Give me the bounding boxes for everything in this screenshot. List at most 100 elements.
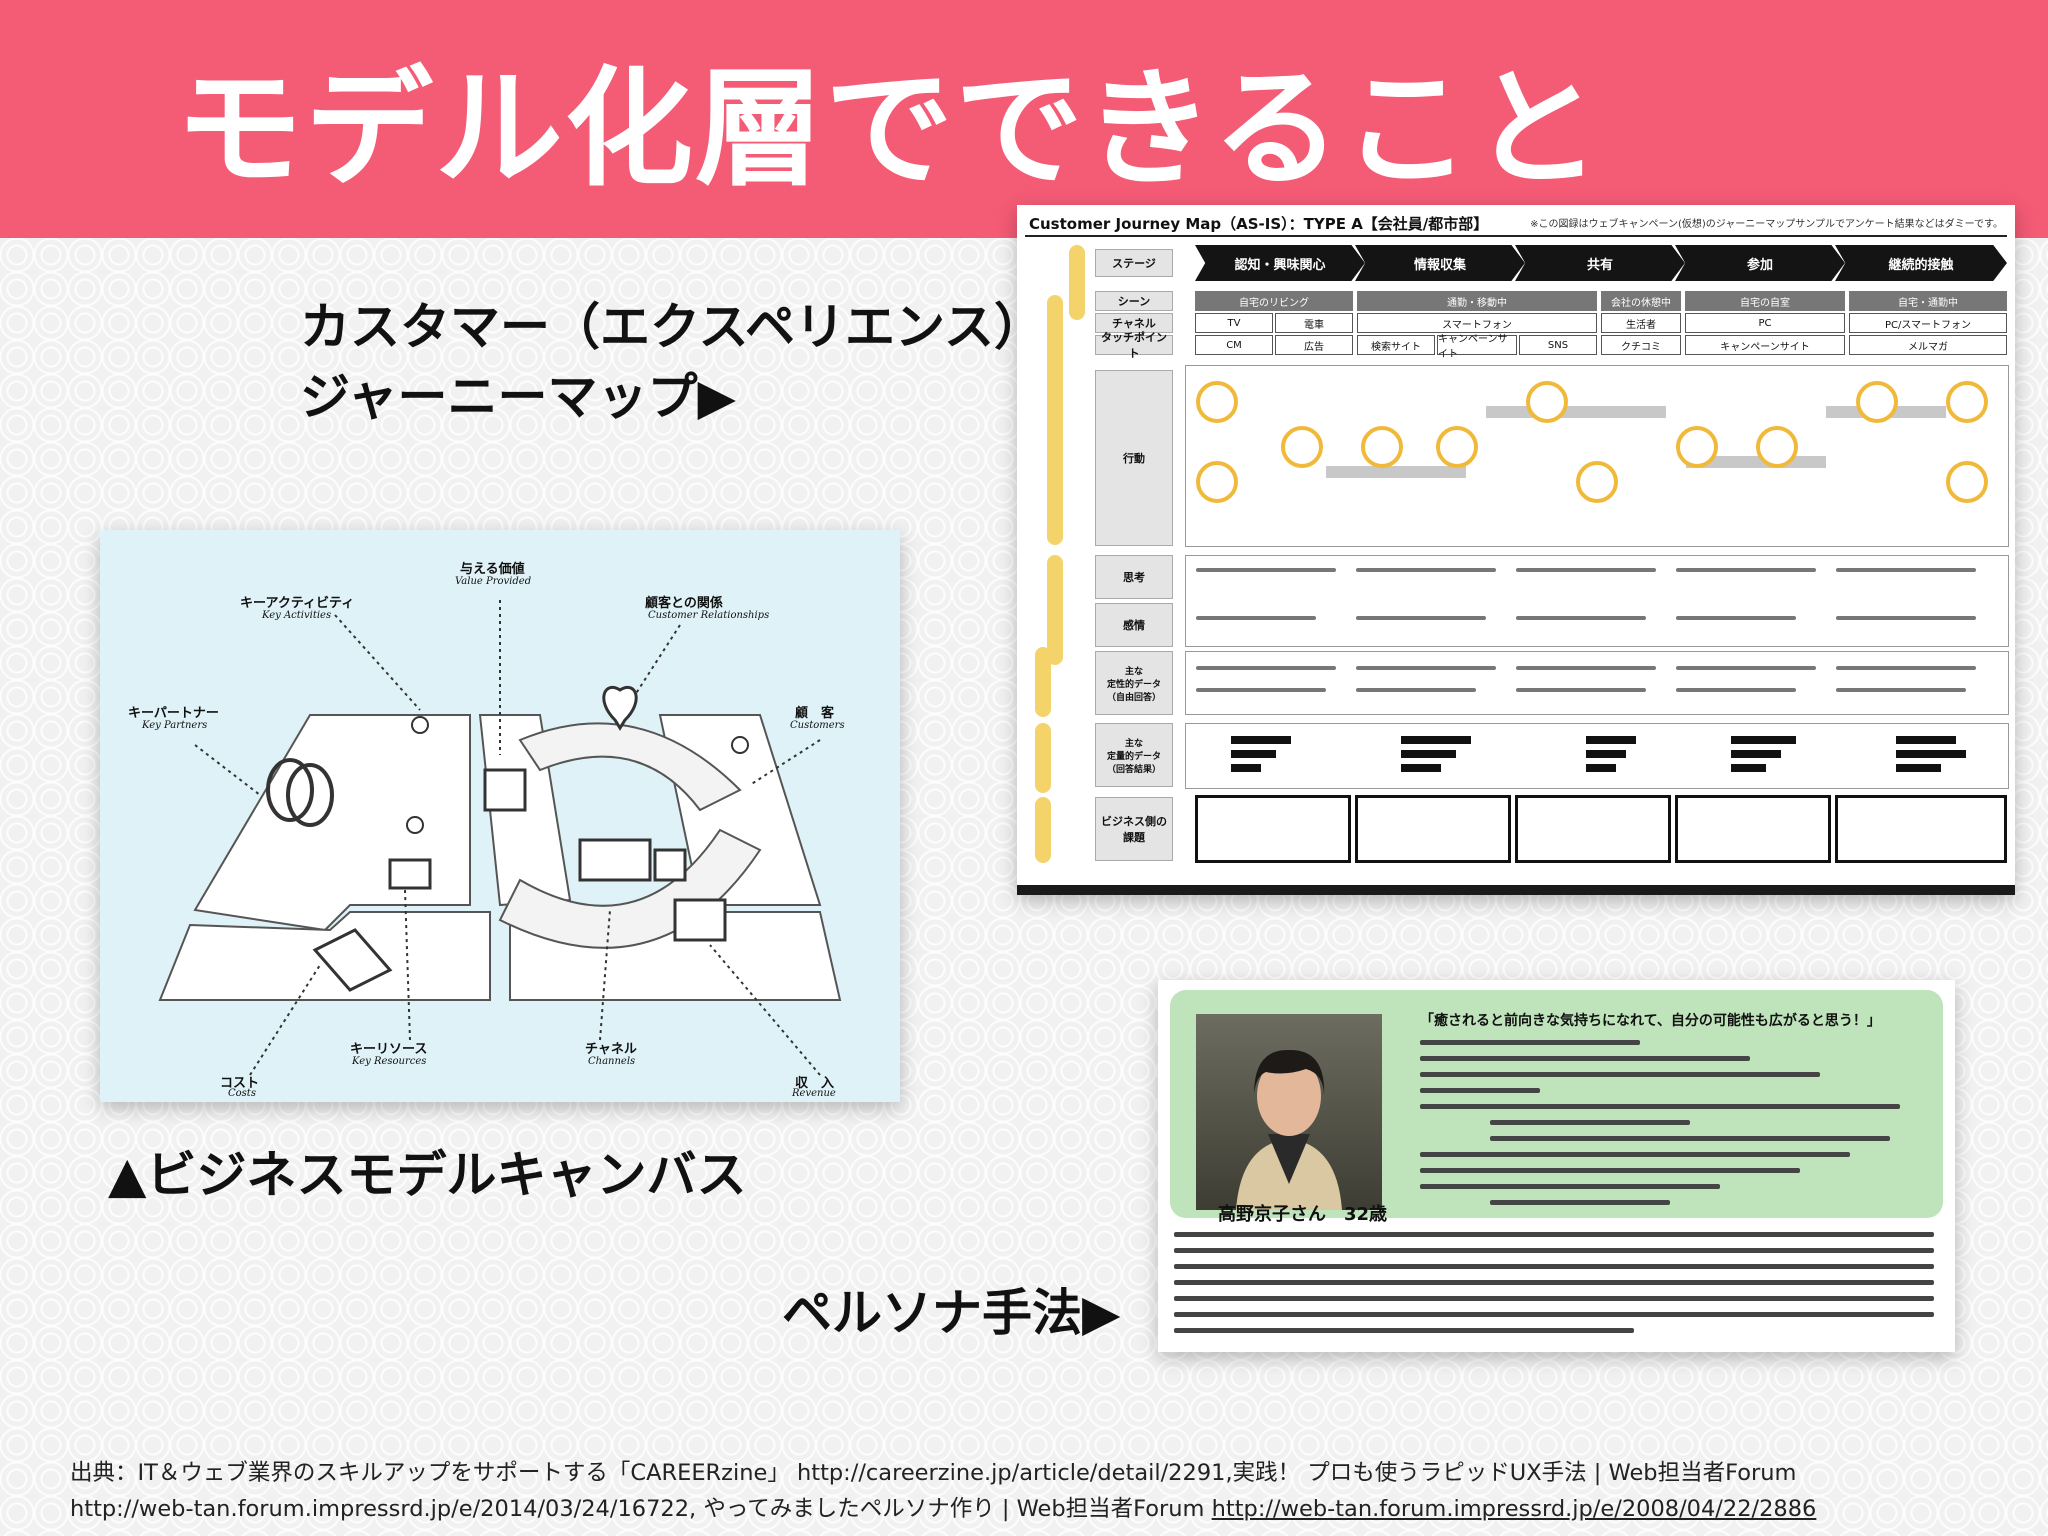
bmc-label-value: 与える価値 xyxy=(460,562,525,577)
bmc-label-relationships: 顧客との関係 xyxy=(645,596,723,611)
cjm-text-line xyxy=(1196,616,1316,620)
credit-line-2: http://web-tan.forum.impressrd.jp/e/2014… xyxy=(70,1491,1990,1527)
cjm-qualitative-area xyxy=(1185,651,2009,715)
cjm-touchpoint: キャンペーンサイト xyxy=(1685,335,1845,355)
cjm-touchpoint: メルマガ xyxy=(1849,335,2007,355)
bmc-sublabel-resources: Key Resources xyxy=(352,1056,427,1067)
bmc-sublabel-relationships: Customer Relationships xyxy=(648,610,770,621)
cjm-side-bar xyxy=(1035,797,1051,863)
bmc-label-channels: チャネル xyxy=(585,1042,637,1057)
cjm-row-head: ビジネス側の 課題 xyxy=(1095,797,1173,861)
cjm-touchpoint: CM xyxy=(1195,335,1273,355)
cjm-side-bar xyxy=(1069,245,1085,320)
cjm-action-icon xyxy=(1946,381,1988,423)
credit-link[interactable]: http://web-tan.forum.impressrd.jp/e/2008… xyxy=(1211,1496,1817,1522)
cjm-label-line1: カスタマー（エクスペリエンス） xyxy=(300,298,1044,356)
cjm-data-bar xyxy=(1731,736,1796,744)
cjm-title: Customer Journey Map（AS-IS）：TYPE A【会社員/都… xyxy=(1029,215,1489,233)
cjm-touchpoint: クチコミ xyxy=(1601,335,1681,355)
cjm-scene: 自宅のリビング xyxy=(1195,291,1353,311)
cjm-text-line xyxy=(1356,666,1496,670)
title-bar: モデル化層でできること xyxy=(0,0,2048,238)
cjm-text-line xyxy=(1676,568,1816,572)
bmc-sublabel-value: Value Provided xyxy=(455,576,532,587)
cjm-data-bar xyxy=(1896,736,1956,744)
cjm-action-icon xyxy=(1676,426,1718,468)
cjm-action-icon xyxy=(1436,426,1478,468)
cjm-channel: 電車 xyxy=(1275,313,1353,333)
cjm-channel: スマートフォン xyxy=(1357,313,1597,333)
cjm-quantitative-area xyxy=(1185,723,2009,789)
cjm-data-bar xyxy=(1586,736,1636,744)
persona-detail-line xyxy=(1420,1184,1720,1189)
cjm-side-bar xyxy=(1035,723,1051,793)
bmc-sublabel-partners: Key Partners xyxy=(142,720,208,731)
cjm-text-line xyxy=(1196,688,1326,692)
cjm-data-bar xyxy=(1586,750,1626,758)
cjm-channel: 生活者 xyxy=(1601,313,1681,333)
cjm-text-line xyxy=(1676,666,1816,670)
persona-detail-line xyxy=(1420,1056,1750,1061)
cjm-touchpoint: 広告 xyxy=(1275,335,1353,355)
cjm-action-icon xyxy=(1576,461,1618,503)
persona-detail-line xyxy=(1420,1168,1800,1173)
persona-quote: 「癒されると前向きな気持ちになれて、自分の可能性も広がると思う！」 xyxy=(1420,1013,1881,1029)
cjm-side-bar xyxy=(1047,555,1063,665)
cjm-action-area xyxy=(1185,365,2009,547)
cjm-data-bar xyxy=(1731,764,1766,772)
cjm-touchpoint: 検索サイト xyxy=(1357,335,1435,355)
cjm-row-head: チャネル xyxy=(1095,313,1173,333)
cjm-channel: PC/スマートフォン xyxy=(1849,313,2007,333)
persona-detail-line xyxy=(1490,1136,1890,1141)
cjm-touchpoint: キャンペーンサイト xyxy=(1437,334,1517,360)
bmc-label-customers: 顧 客 xyxy=(795,706,835,721)
bmc-label: ▲ビジネスモデルキャンバス xyxy=(108,1146,747,1204)
cjm-action-icon xyxy=(1756,426,1798,468)
cjm-note: ※この図録はウェブキャンペーン(仮想)のジャーニーマップサンプルでアンケート結果… xyxy=(1530,219,2003,230)
persona-detail-line xyxy=(1490,1200,1670,1205)
bmc-sublabel-activities: Key Activities xyxy=(262,610,332,621)
cjm-scene: 自宅の自室 xyxy=(1685,291,1845,311)
cjm-row-head: 主な 定量的データ （回答結果） xyxy=(1095,723,1173,787)
cjm-text-line xyxy=(1196,666,1336,670)
bmc-sublabel-channels: Channels xyxy=(588,1056,636,1067)
cjm-text-line xyxy=(1836,688,1966,692)
credit-line-1: 出典：IT＆ウェブ業界のスキルアップをサポートする「CAREERzine」 ht… xyxy=(70,1460,1797,1486)
cjm-action-icon xyxy=(1281,426,1323,468)
slide-title: モデル化層でできること xyxy=(175,55,1603,204)
cjm-action-icon xyxy=(1946,461,1988,503)
cjm-stage: 情報収集 xyxy=(1355,245,1525,281)
cjm-data-bar xyxy=(1586,764,1616,772)
cjm-takeaway-box xyxy=(1835,795,2007,863)
persona-profile-card: 高野京子さん 32歳 「癒されると前向きな気持ちになれて、自分の可能性も広がると… xyxy=(1170,990,1943,1225)
cjm-row-head: 主な 定性的データ （自由回答） xyxy=(1095,651,1173,715)
cjm-flow-arrow xyxy=(1326,466,1466,478)
cjm-action-icon xyxy=(1856,381,1898,423)
cjm-action-icon xyxy=(1526,381,1568,423)
cjm-data-bar xyxy=(1401,764,1441,772)
cjm-row-head: シーン xyxy=(1095,291,1173,311)
cjm-data-bar xyxy=(1231,764,1261,772)
bmc-label-revenue: 収 入 xyxy=(795,1076,835,1091)
bmc-sublabel-costs: Costs xyxy=(228,1088,256,1099)
cjm-text-line xyxy=(1836,568,1976,572)
cjm-label-line2: ジャーニーマップ▶ xyxy=(300,368,736,426)
cjm-takeaway-box xyxy=(1515,795,1671,863)
customer-journey-map-image: Customer Journey Map（AS-IS）：TYPE A【会社員/都… xyxy=(1017,205,2015,895)
cjm-row-head: 思考 xyxy=(1095,555,1173,599)
persona-story-line xyxy=(1174,1328,1634,1333)
cjm-action-icon xyxy=(1361,426,1403,468)
bmc-illustration xyxy=(158,600,842,1076)
persona-image: 高野京子さん 32歳 「癒されると前向きな気持ちになれて、自分の可能性も広がると… xyxy=(1158,980,1955,1352)
cjm-scene: 会社の休憩中 xyxy=(1601,291,1681,311)
bmc-label-resources: キーリソース xyxy=(350,1042,428,1057)
cjm-takeaway-box xyxy=(1195,795,1351,863)
cjm-touchpoint: SNS xyxy=(1519,335,1597,355)
cjm-data-bar xyxy=(1401,750,1456,758)
persona-photo xyxy=(1196,1014,1382,1210)
bmc-sublabel-revenue: Revenue xyxy=(792,1088,836,1099)
cjm-stage: 継続的接触 xyxy=(1835,245,2007,281)
cjm-rule xyxy=(1025,235,2007,237)
cjm-row-head: ステージ xyxy=(1095,249,1173,277)
cjm-text-line xyxy=(1196,568,1336,572)
